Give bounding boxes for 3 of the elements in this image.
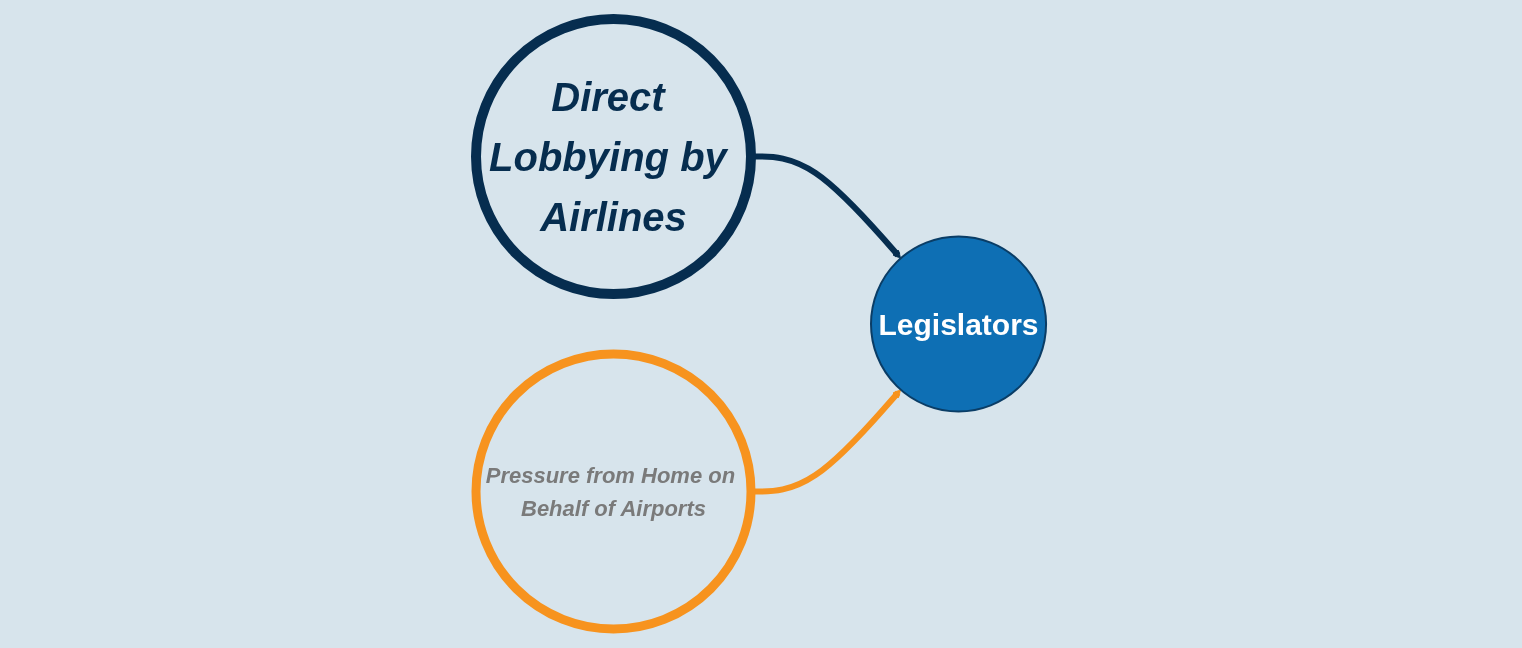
node-circle: Pressure from Home on Behalf of Airports [471, 349, 756, 634]
node-circle: Direct Lobbying by Airlines [470, 14, 756, 299]
node-circle: Legislators [869, 235, 1048, 413]
